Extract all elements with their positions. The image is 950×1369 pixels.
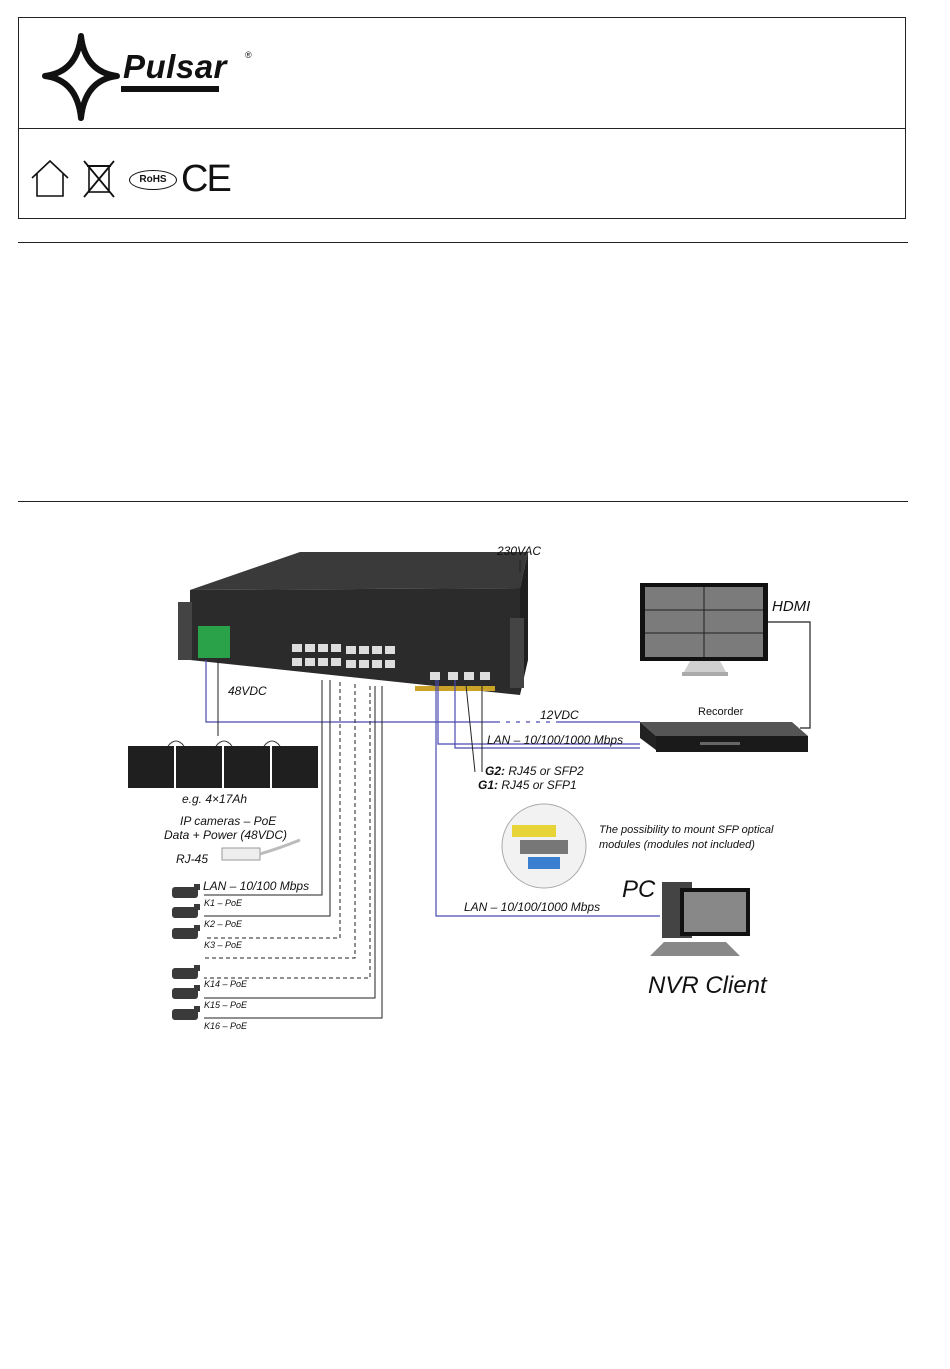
rohs-badge: RoHS: [129, 170, 177, 190]
sfp-note-line1: The possibility to mount SFP optical: [599, 824, 774, 836]
pc-label: PC: [622, 876, 656, 903]
lan-fast-label: LAN – 10/100 Mbps: [203, 879, 310, 893]
certification-icons: RoHS CE: [29, 158, 249, 200]
camera-k3-label: K3 – PoE: [204, 940, 243, 950]
sfp-note-line2: modules (modules not included): [599, 839, 755, 851]
battery-pack: [128, 740, 318, 788]
sfp-module: [501, 803, 587, 889]
camera-k1-label: K1 – PoE: [204, 898, 243, 908]
ip-cameras-line2: Data + Power (48VDC): [164, 828, 288, 842]
g1-key: G1:: [478, 778, 499, 792]
rohs-label: RoHS: [139, 174, 167, 185]
pulsar-star-icon: [42, 33, 120, 121]
brand-name: Pulsar: [123, 48, 227, 85]
header-box: Pulsar ® RoHS CE: [18, 17, 906, 219]
battery-voltage-label: 48VDC: [228, 684, 267, 698]
mains-label: 230VAC: [497, 544, 542, 558]
camera-k14-label: K14 – PoE: [204, 979, 248, 989]
g2-text: RJ45 or SFP2: [508, 764, 584, 778]
registered-mark: ®: [245, 50, 252, 60]
g2-key: G2:: [485, 764, 506, 778]
ip-cameras-line1: IP cameras – PoE: [180, 814, 277, 828]
camera-k15-label: K15 – PoE: [204, 1000, 248, 1010]
brand-underline: [121, 86, 219, 92]
rj45-label: RJ-45: [176, 852, 209, 866]
diagram-graphics: [128, 552, 811, 1020]
section-rule-bottom: [18, 501, 908, 502]
weee-bin-icon: [83, 160, 115, 198]
recorder-supply-label: 12VDC: [540, 708, 579, 722]
battery-example-label: e.g. 4×17Ah: [182, 792, 248, 806]
ip-cameras: [172, 884, 200, 1020]
ce-mark: CE: [181, 158, 232, 200]
pc-workstation: [650, 882, 750, 956]
hdmi-label: HDMI: [772, 598, 811, 615]
battery-terminal: [198, 626, 230, 658]
header-divider: [19, 128, 905, 129]
camera-k2-label: K2 – PoE: [204, 919, 243, 929]
g1-text: RJ45 or SFP1: [501, 778, 577, 792]
monitor: [640, 583, 768, 676]
rj45-plug: [221, 838, 301, 861]
section-rule-top: [18, 242, 908, 243]
indoor-house-icon: [31, 159, 69, 197]
recorder: [640, 722, 808, 752]
recorder-label: Recorder: [698, 706, 744, 718]
pulsar-logo: Pulsar ®: [41, 32, 252, 122]
poe-switch: [178, 552, 528, 695]
connection-diagram: 230VAC HDMI 48VDC Recorder 12VDC LAN – 1…: [0, 510, 950, 1050]
lan-gigabit-pc-label: LAN – 10/100/1000 Mbps: [464, 900, 601, 914]
camera-k16-label: K16 – PoE: [204, 1021, 248, 1031]
nvr-client-label: NVR Client: [648, 972, 767, 999]
lan-gigabit-recorder-label: LAN – 10/100/1000 Mbps: [487, 733, 624, 747]
